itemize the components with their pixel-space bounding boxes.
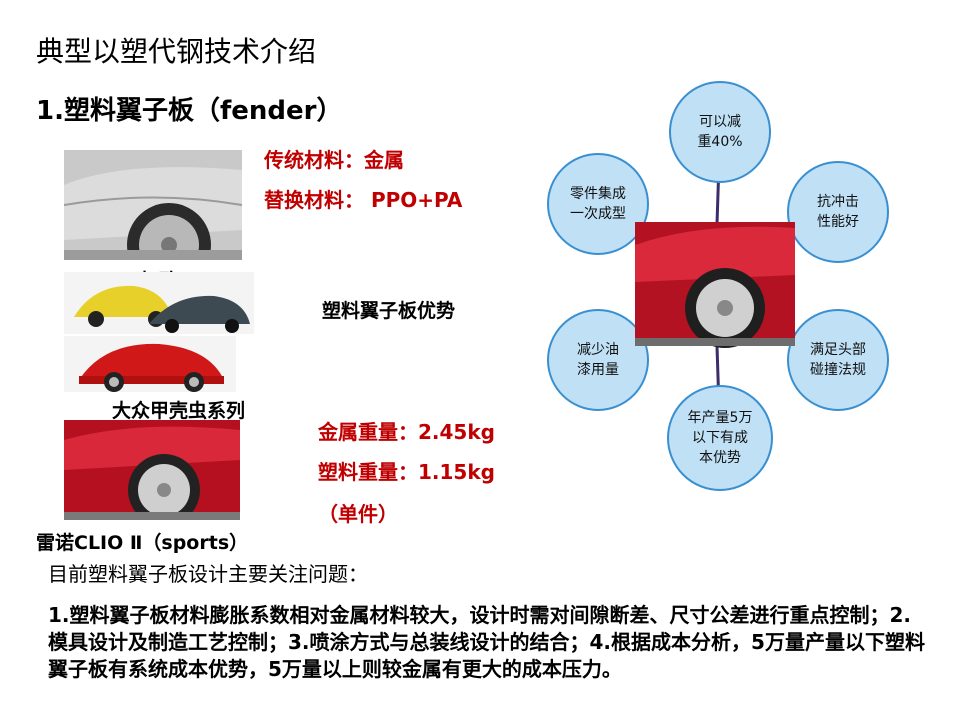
svg-text:抗冲击: 抗冲击 — [817, 194, 859, 210]
beetle-photo-bottom — [64, 336, 236, 392]
svg-text:一次成型: 一次成型 — [570, 206, 626, 222]
svg-text:性能好: 性能好 — [817, 214, 859, 230]
svg-text:本优势: 本优势 — [699, 450, 741, 466]
clio-photo — [64, 420, 240, 520]
svg-text:年产量5万: 年产量5万 — [688, 410, 753, 426]
metal-weight: 金属重量：2.45kg — [318, 420, 495, 444]
center-car-photo — [635, 222, 795, 348]
svg-text:减少油: 减少油 — [577, 342, 619, 358]
unit-note: （单件） — [318, 502, 398, 526]
bubble-upper-right: 抗冲击 性能好 — [787, 161, 889, 263]
svg-text:零件集成: 零件集成 — [570, 185, 626, 202]
bubble-bottom: 年产量5万 以下有成 本优势 — [667, 385, 773, 491]
slide-subtitle: 1.塑料翼子板（fender） — [36, 96, 343, 126]
bubble-upper-left: 零件集成 一次成型 — [547, 153, 649, 255]
svg-text:碰撞法规: 碰撞法规 — [810, 362, 866, 378]
svg-text:重40%: 重40% — [697, 134, 742, 150]
svg-text:可以减: 可以减 — [699, 114, 741, 130]
svg-text:满足头部: 满足头部 — [810, 342, 866, 358]
traditional-material: 传统材料：金属 — [264, 148, 404, 172]
bubble-lower-left: 减少油 漆用量 — [547, 309, 649, 411]
concern-heading: 目前塑料翼子板设计主要关注问题： — [48, 562, 368, 586]
slide-title: 典型以塑代钢技术介绍 — [36, 35, 317, 68]
beetle-photo-top — [64, 272, 254, 334]
advantage-diagram: 可以减 重40% 抗冲击 性能好 满足头部 碰撞法规 年产量5万 以下有成 本优… — [547, 81, 889, 491]
bubble-top: 可以减 重40% — [669, 81, 771, 183]
concern-body: 1.塑料翼子板材料膨胀系数相对金属材料较大，设计时需对间隙断差、尺寸公差进行重点… — [48, 603, 925, 681]
clio-label: 雷诺CLIO Ⅱ（sports） — [36, 532, 249, 554]
svg-text:漆用量: 漆用量 — [577, 362, 619, 378]
plastic-weight: 塑料重量：1.15kg — [318, 460, 495, 484]
svg-text:以下有成: 以下有成 — [692, 430, 748, 446]
advantage-heading: 塑料翼子板优势 — [322, 300, 456, 322]
replacement-material: 替换材料： PPO+PA — [264, 188, 463, 212]
beetle-label: 大众甲壳虫系列 — [112, 400, 246, 422]
bubble-lower-right: 满足头部 碰撞法规 — [787, 309, 889, 411]
peugeot-photo — [64, 150, 242, 260]
